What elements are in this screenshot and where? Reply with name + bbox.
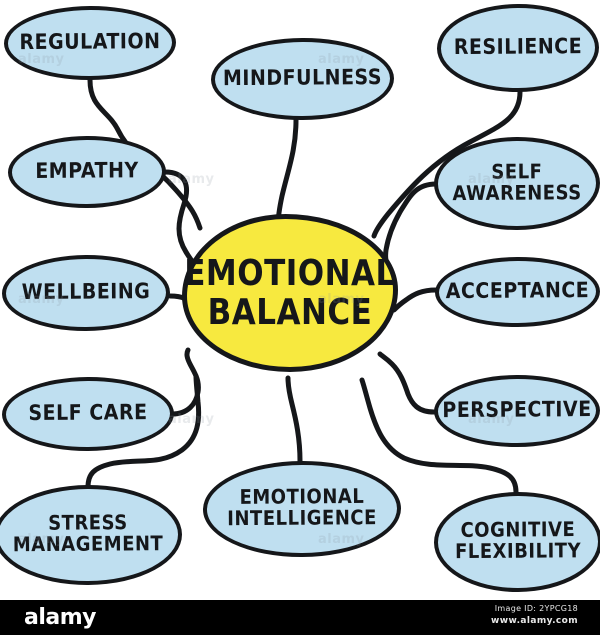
connector-self-care <box>169 347 201 417</box>
branch-node-self-care[interactable]: SELF CARE <box>1 376 175 452</box>
central-node-label: EMOTIONAL BALANCE <box>184 252 396 333</box>
connector-mindfulness <box>275 117 299 229</box>
branch-node-self-awareness[interactable]: SELF AWARENESS <box>433 136 600 231</box>
branch-node-wellbeing[interactable]: WELLBEING <box>1 254 171 332</box>
branch-label-regulation: REGULATION <box>19 29 161 55</box>
branch-label-self-awareness: SELF AWARENESS <box>452 159 582 206</box>
stock-photo-footer: alamy Image ID: 2YPCG18 www.alamy.com <box>0 600 600 635</box>
connector-emotional-intelligence <box>285 375 303 464</box>
branch-node-regulation[interactable]: REGULATION <box>3 5 177 81</box>
branch-label-empathy: EMPATHY <box>35 158 139 184</box>
branch-node-emotional-intelligence[interactable]: EMOTIONAL INTELLIGENCE <box>202 460 402 558</box>
branch-label-mindfulness: MINDFULNESS <box>222 65 383 91</box>
branch-label-perspective: PERSPECTIVE <box>442 397 592 423</box>
alamy-logo: alamy <box>24 605 97 630</box>
branch-node-cognitive-flexibility[interactable]: COGNITIVE FLEXIBILITY <box>433 491 600 593</box>
branch-node-resilience[interactable]: RESILIENCE <box>436 3 600 93</box>
branch-node-stress-management[interactable]: STRESS MANAGEMENT <box>0 484 183 586</box>
branch-label-cognitive-flexibility: COGNITIVE FLEXIBILITY <box>454 518 582 564</box>
branch-node-empathy[interactable]: EMPATHY <box>7 135 167 209</box>
alamy-url-text: www.alamy.com <box>491 616 578 626</box>
mindmap-canvas: EMOTIONAL BALANCE REGULATION MINDFULNESS… <box>0 3 600 593</box>
central-node-emotional-balance[interactable]: EMOTIONAL BALANCE <box>182 214 398 372</box>
connector-perspective <box>377 351 437 415</box>
branch-node-perspective[interactable]: PERSPECTIVE <box>433 374 600 448</box>
branch-label-stress-management: STRESS MANAGEMENT <box>12 511 164 557</box>
branch-node-acceptance[interactable]: ACCEPTANCE <box>434 256 600 328</box>
watermark-tile: alamy <box>168 412 215 427</box>
connector-acceptance <box>391 287 439 313</box>
branch-label-resilience: RESILIENCE <box>453 34 583 60</box>
image-id-text: Image ID: 2YPCG18 <box>494 604 578 613</box>
footer-metadata: Image ID: 2YPCG18 www.alamy.com <box>491 604 578 626</box>
branch-label-emotional-intelligence: EMOTIONAL INTELLIGENCE <box>227 485 377 531</box>
branch-label-wellbeing: WELLBEING <box>21 279 151 305</box>
branch-node-mindfulness[interactable]: MINDFULNESS <box>210 37 395 121</box>
branch-label-acceptance: ACCEPTANCE <box>445 278 590 304</box>
branch-label-self-care: SELF CARE <box>28 400 148 426</box>
watermark-tile: alamy <box>168 172 215 187</box>
